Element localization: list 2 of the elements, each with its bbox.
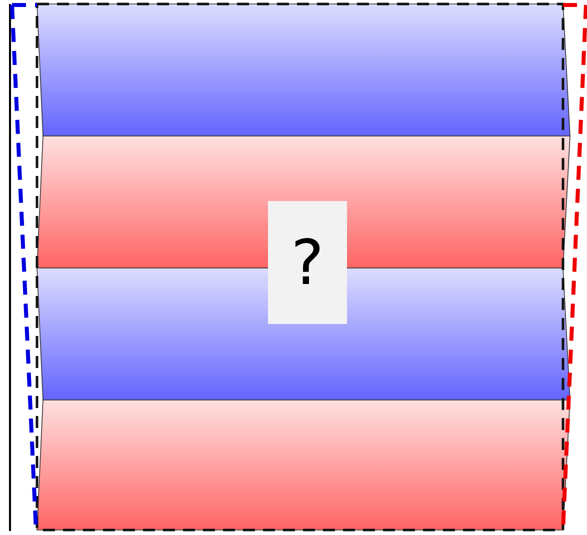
question-mark: ? bbox=[291, 232, 324, 294]
label-box bbox=[268, 201, 347, 324]
